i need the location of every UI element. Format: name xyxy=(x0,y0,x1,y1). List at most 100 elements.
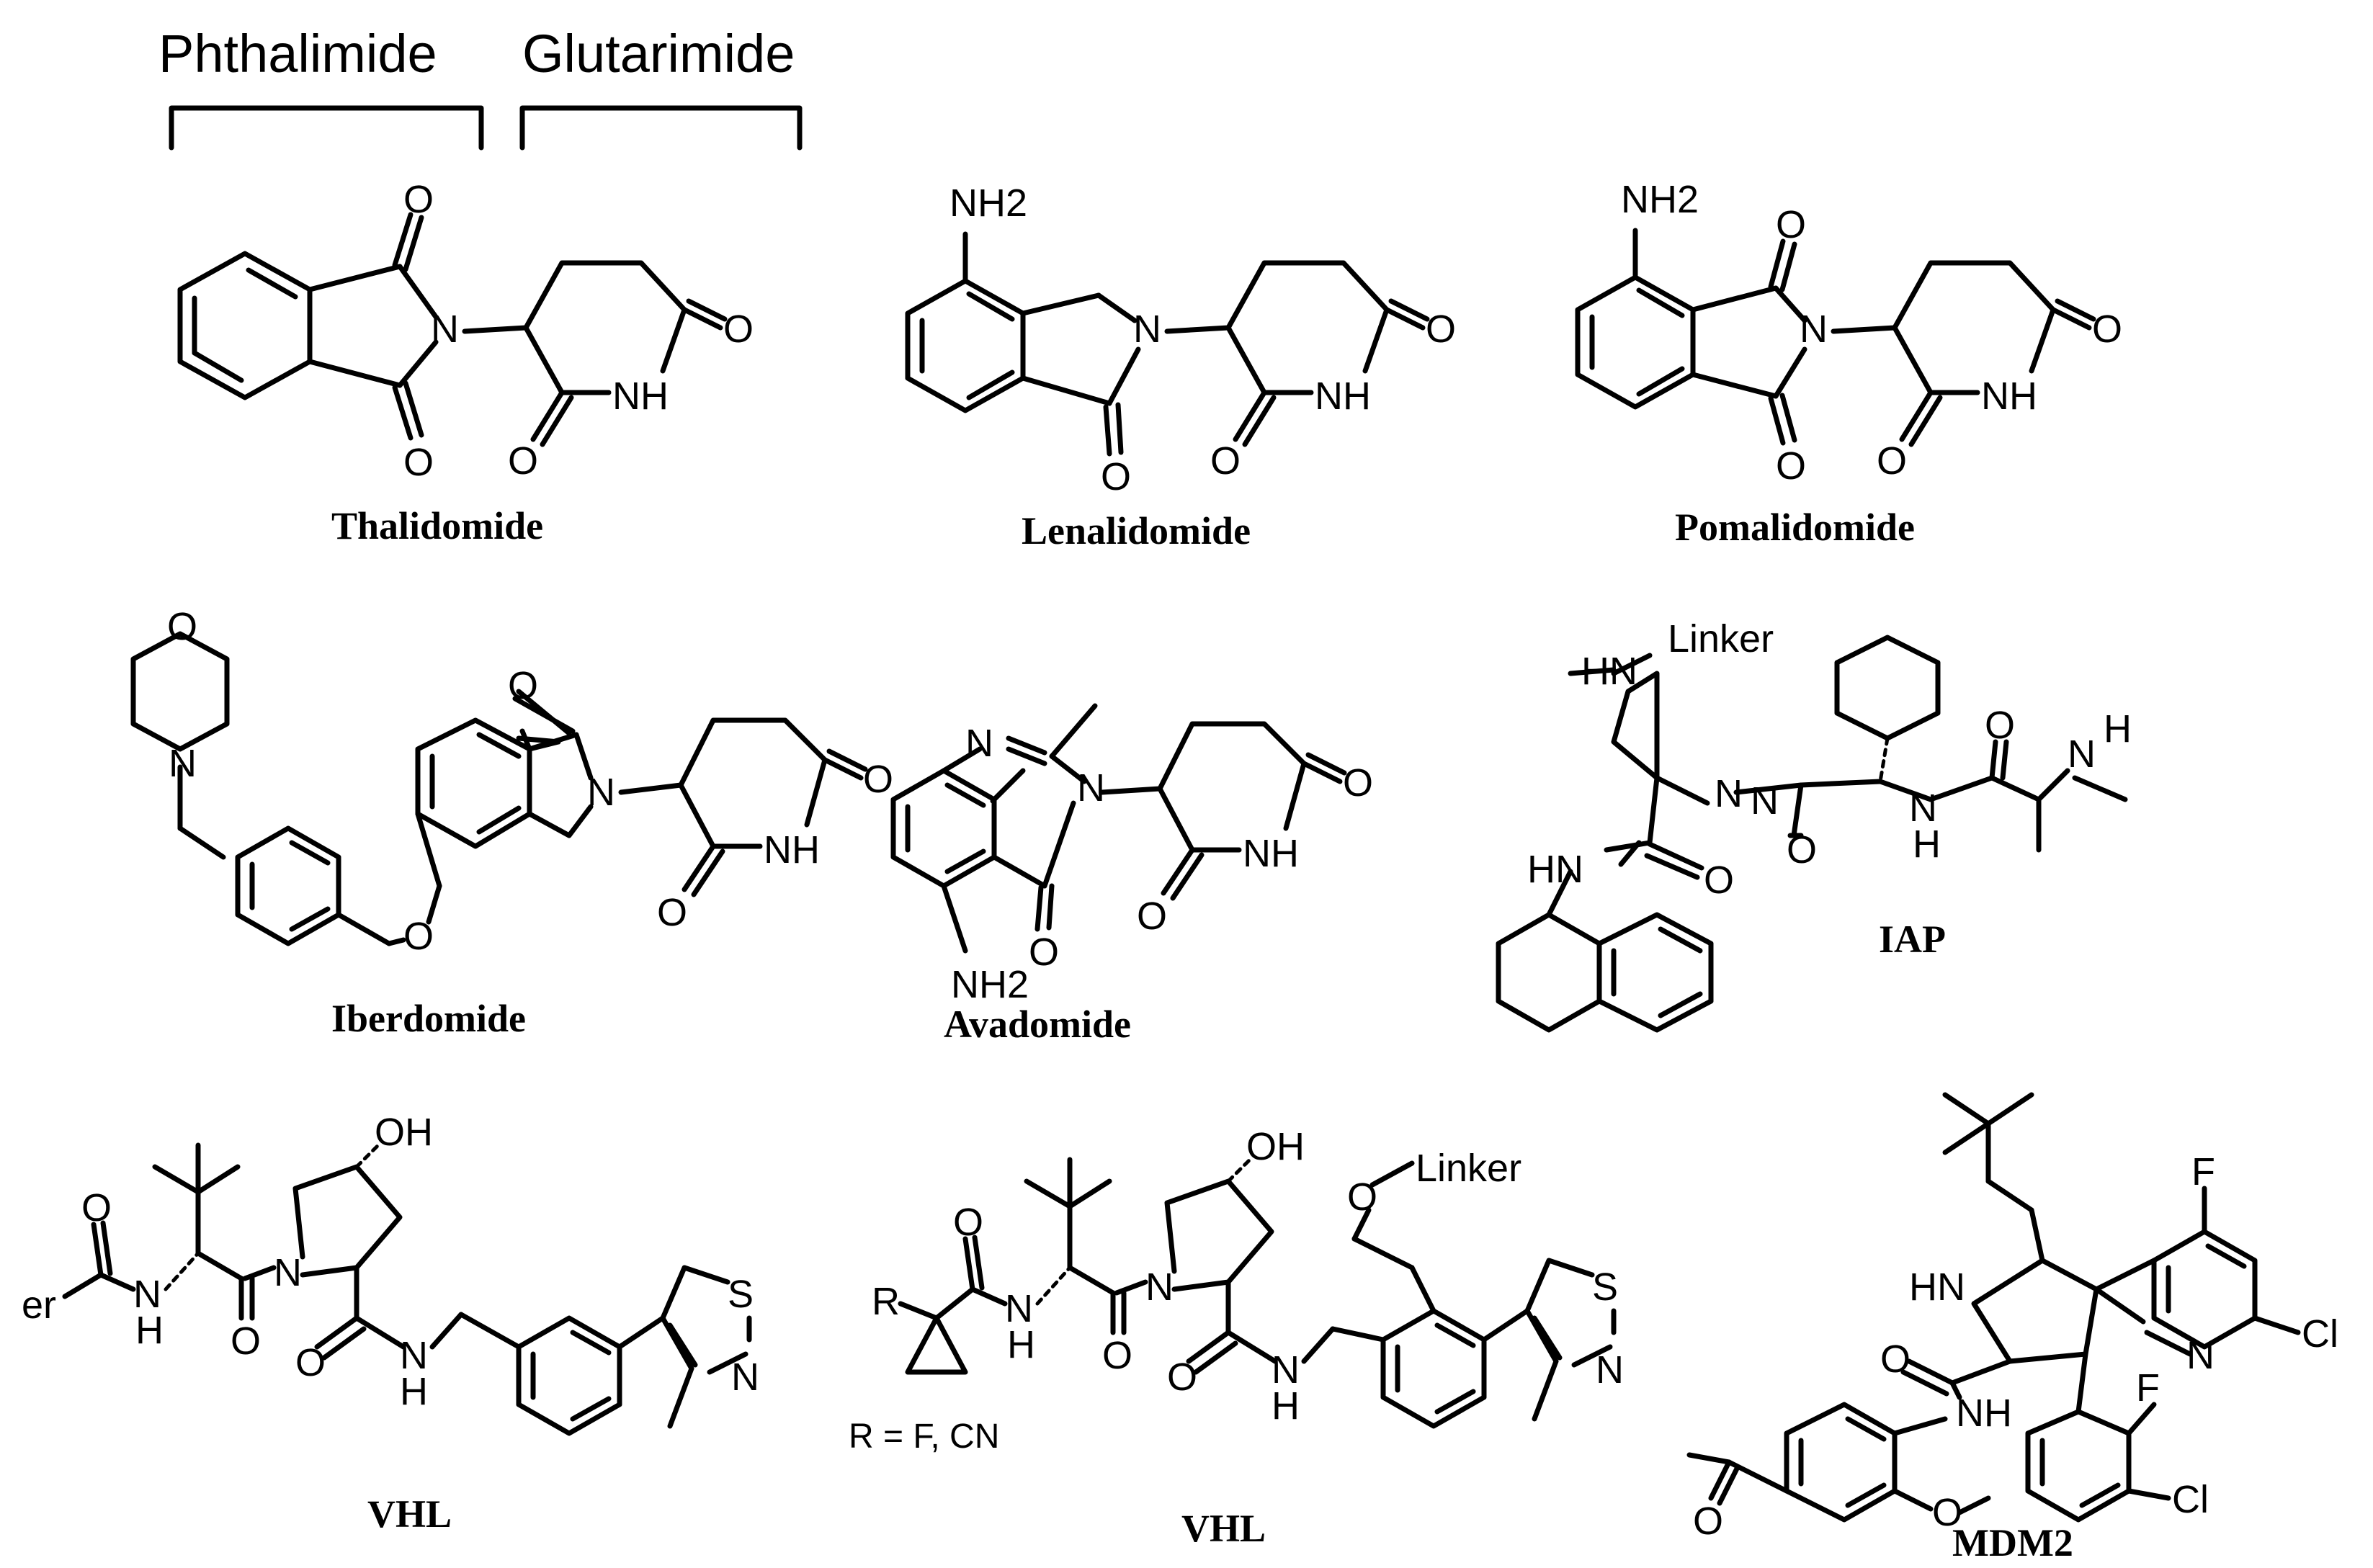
bond-line xyxy=(397,339,439,388)
vhl-2-structure: R O N H O N OH O N H O xyxy=(849,1125,1624,1456)
atom-label-o: O xyxy=(167,605,197,648)
atom-label-h: H xyxy=(400,1370,428,1413)
bond-line xyxy=(1717,1464,1740,1506)
bond-line xyxy=(1779,241,1797,292)
bond-line xyxy=(2079,1482,2121,1508)
bond-line xyxy=(1654,775,1710,806)
bond-line xyxy=(1971,1258,2099,1364)
bond-line xyxy=(1768,238,1786,290)
r-group-note: R = F, CN xyxy=(849,1417,999,1456)
atom-label-h: H xyxy=(135,1309,164,1352)
atom-label-n: N xyxy=(133,1273,161,1316)
atom-label-o: O xyxy=(1210,439,1241,483)
bond-line xyxy=(523,260,687,331)
atom-label-n: N xyxy=(2068,733,2096,776)
bond-line xyxy=(192,350,244,383)
atom-label-oh: OH xyxy=(1246,1125,1305,1168)
iap-label: IAP xyxy=(1879,918,1946,961)
bond-line xyxy=(691,848,725,897)
bond-line xyxy=(1546,869,1573,918)
bond-line xyxy=(1242,395,1277,447)
bond-line xyxy=(966,369,1015,400)
bond-line xyxy=(476,732,522,759)
atom-label-n: N xyxy=(274,1251,302,1294)
bond-line xyxy=(991,854,1047,889)
bond-line xyxy=(1434,1389,1476,1415)
bond-line xyxy=(1636,366,1685,397)
bond-line xyxy=(177,825,226,860)
atom-label-s: S xyxy=(728,1273,754,1316)
bond-line xyxy=(1877,779,1934,802)
bond-line xyxy=(354,1143,380,1169)
bond-line xyxy=(898,1301,939,1321)
atom-label-nh: NH xyxy=(1981,375,2037,418)
atom-label-o: O xyxy=(1102,1334,1132,1377)
atom-label-n: N xyxy=(1596,1348,1624,1392)
atom-label-h: H xyxy=(1007,1323,1035,1366)
atom-label-nh2: NH2 xyxy=(949,182,1027,225)
atom-label-linker: Linker xyxy=(1668,617,1774,660)
atom-label-cl: Cl xyxy=(2302,1312,2338,1356)
atom-label-f: F xyxy=(2191,1150,2215,1193)
bond-line xyxy=(1571,1344,1613,1368)
bond-line xyxy=(540,395,574,447)
atom-label-s: S xyxy=(1592,1265,1618,1309)
atom-label-r: R xyxy=(872,1280,900,1323)
bond-line xyxy=(667,1322,698,1368)
bond-line xyxy=(1496,912,1602,1033)
bond-line xyxy=(566,804,594,838)
atom-label-o: O xyxy=(1101,455,1131,498)
bond-line xyxy=(1957,1495,1991,1515)
bond-line xyxy=(2093,1286,2146,1325)
bond-line xyxy=(667,1366,694,1429)
thalidomide-structure: O O N O NH O xyxy=(177,178,754,484)
bond-line xyxy=(1042,800,1076,889)
bond-line xyxy=(1006,735,1047,756)
bond-line xyxy=(1384,307,1426,331)
bond-line xyxy=(1892,260,2056,331)
bond-line xyxy=(426,883,442,925)
bond-line xyxy=(1618,840,1642,867)
bond-line xyxy=(1107,346,1141,406)
bond-line xyxy=(2072,775,2128,802)
atom-label-nh2: NH2 xyxy=(1621,178,1699,221)
atom-label-n: N xyxy=(1715,772,1743,815)
bond-line xyxy=(681,843,716,892)
bond-line xyxy=(966,291,1015,322)
phthalimide-bracket xyxy=(169,105,484,151)
bond-line xyxy=(403,215,424,272)
bond-line xyxy=(2055,298,2096,322)
bond-line xyxy=(307,359,403,388)
bond-line xyxy=(1989,775,2042,802)
bond-line xyxy=(2036,768,2070,802)
bond-line xyxy=(354,1315,406,1350)
bond-line xyxy=(2252,1315,2301,1335)
bond-line xyxy=(289,906,331,932)
atom-label-o: O xyxy=(295,1341,326,1384)
vhl-1-structure: er O N H O N OH O N H xyxy=(22,1111,759,1436)
atom-label-o: O xyxy=(508,664,538,707)
bond-line xyxy=(990,768,1026,804)
bond-line xyxy=(1186,1330,1231,1364)
bond-line xyxy=(570,1330,612,1356)
bond-line xyxy=(1768,395,1786,446)
atom-label-o: O xyxy=(1985,704,2015,747)
bond-line xyxy=(1798,779,1883,788)
bond-line xyxy=(1524,1308,1559,1364)
bond-line xyxy=(1388,298,1430,322)
atom-label-o: O xyxy=(403,178,434,221)
bond-line xyxy=(130,631,230,752)
bond-line xyxy=(1791,782,1804,838)
atom-label-n: N xyxy=(1751,779,1779,823)
avadomide-label: Avadomide xyxy=(944,1003,1131,1046)
glutarimide-bracket xyxy=(519,105,803,151)
atom-label-o: O xyxy=(1776,444,1806,488)
atom-label-nh: NH xyxy=(1315,375,1371,418)
bond-line xyxy=(1301,761,1343,784)
atom-label-n: N xyxy=(400,1334,428,1377)
atom-label-o: O xyxy=(1776,203,1806,246)
atom-label-f: F xyxy=(2136,1366,2160,1410)
bond-line xyxy=(1568,667,1617,676)
bond-line xyxy=(1362,307,1390,374)
bond-line xyxy=(826,748,868,772)
